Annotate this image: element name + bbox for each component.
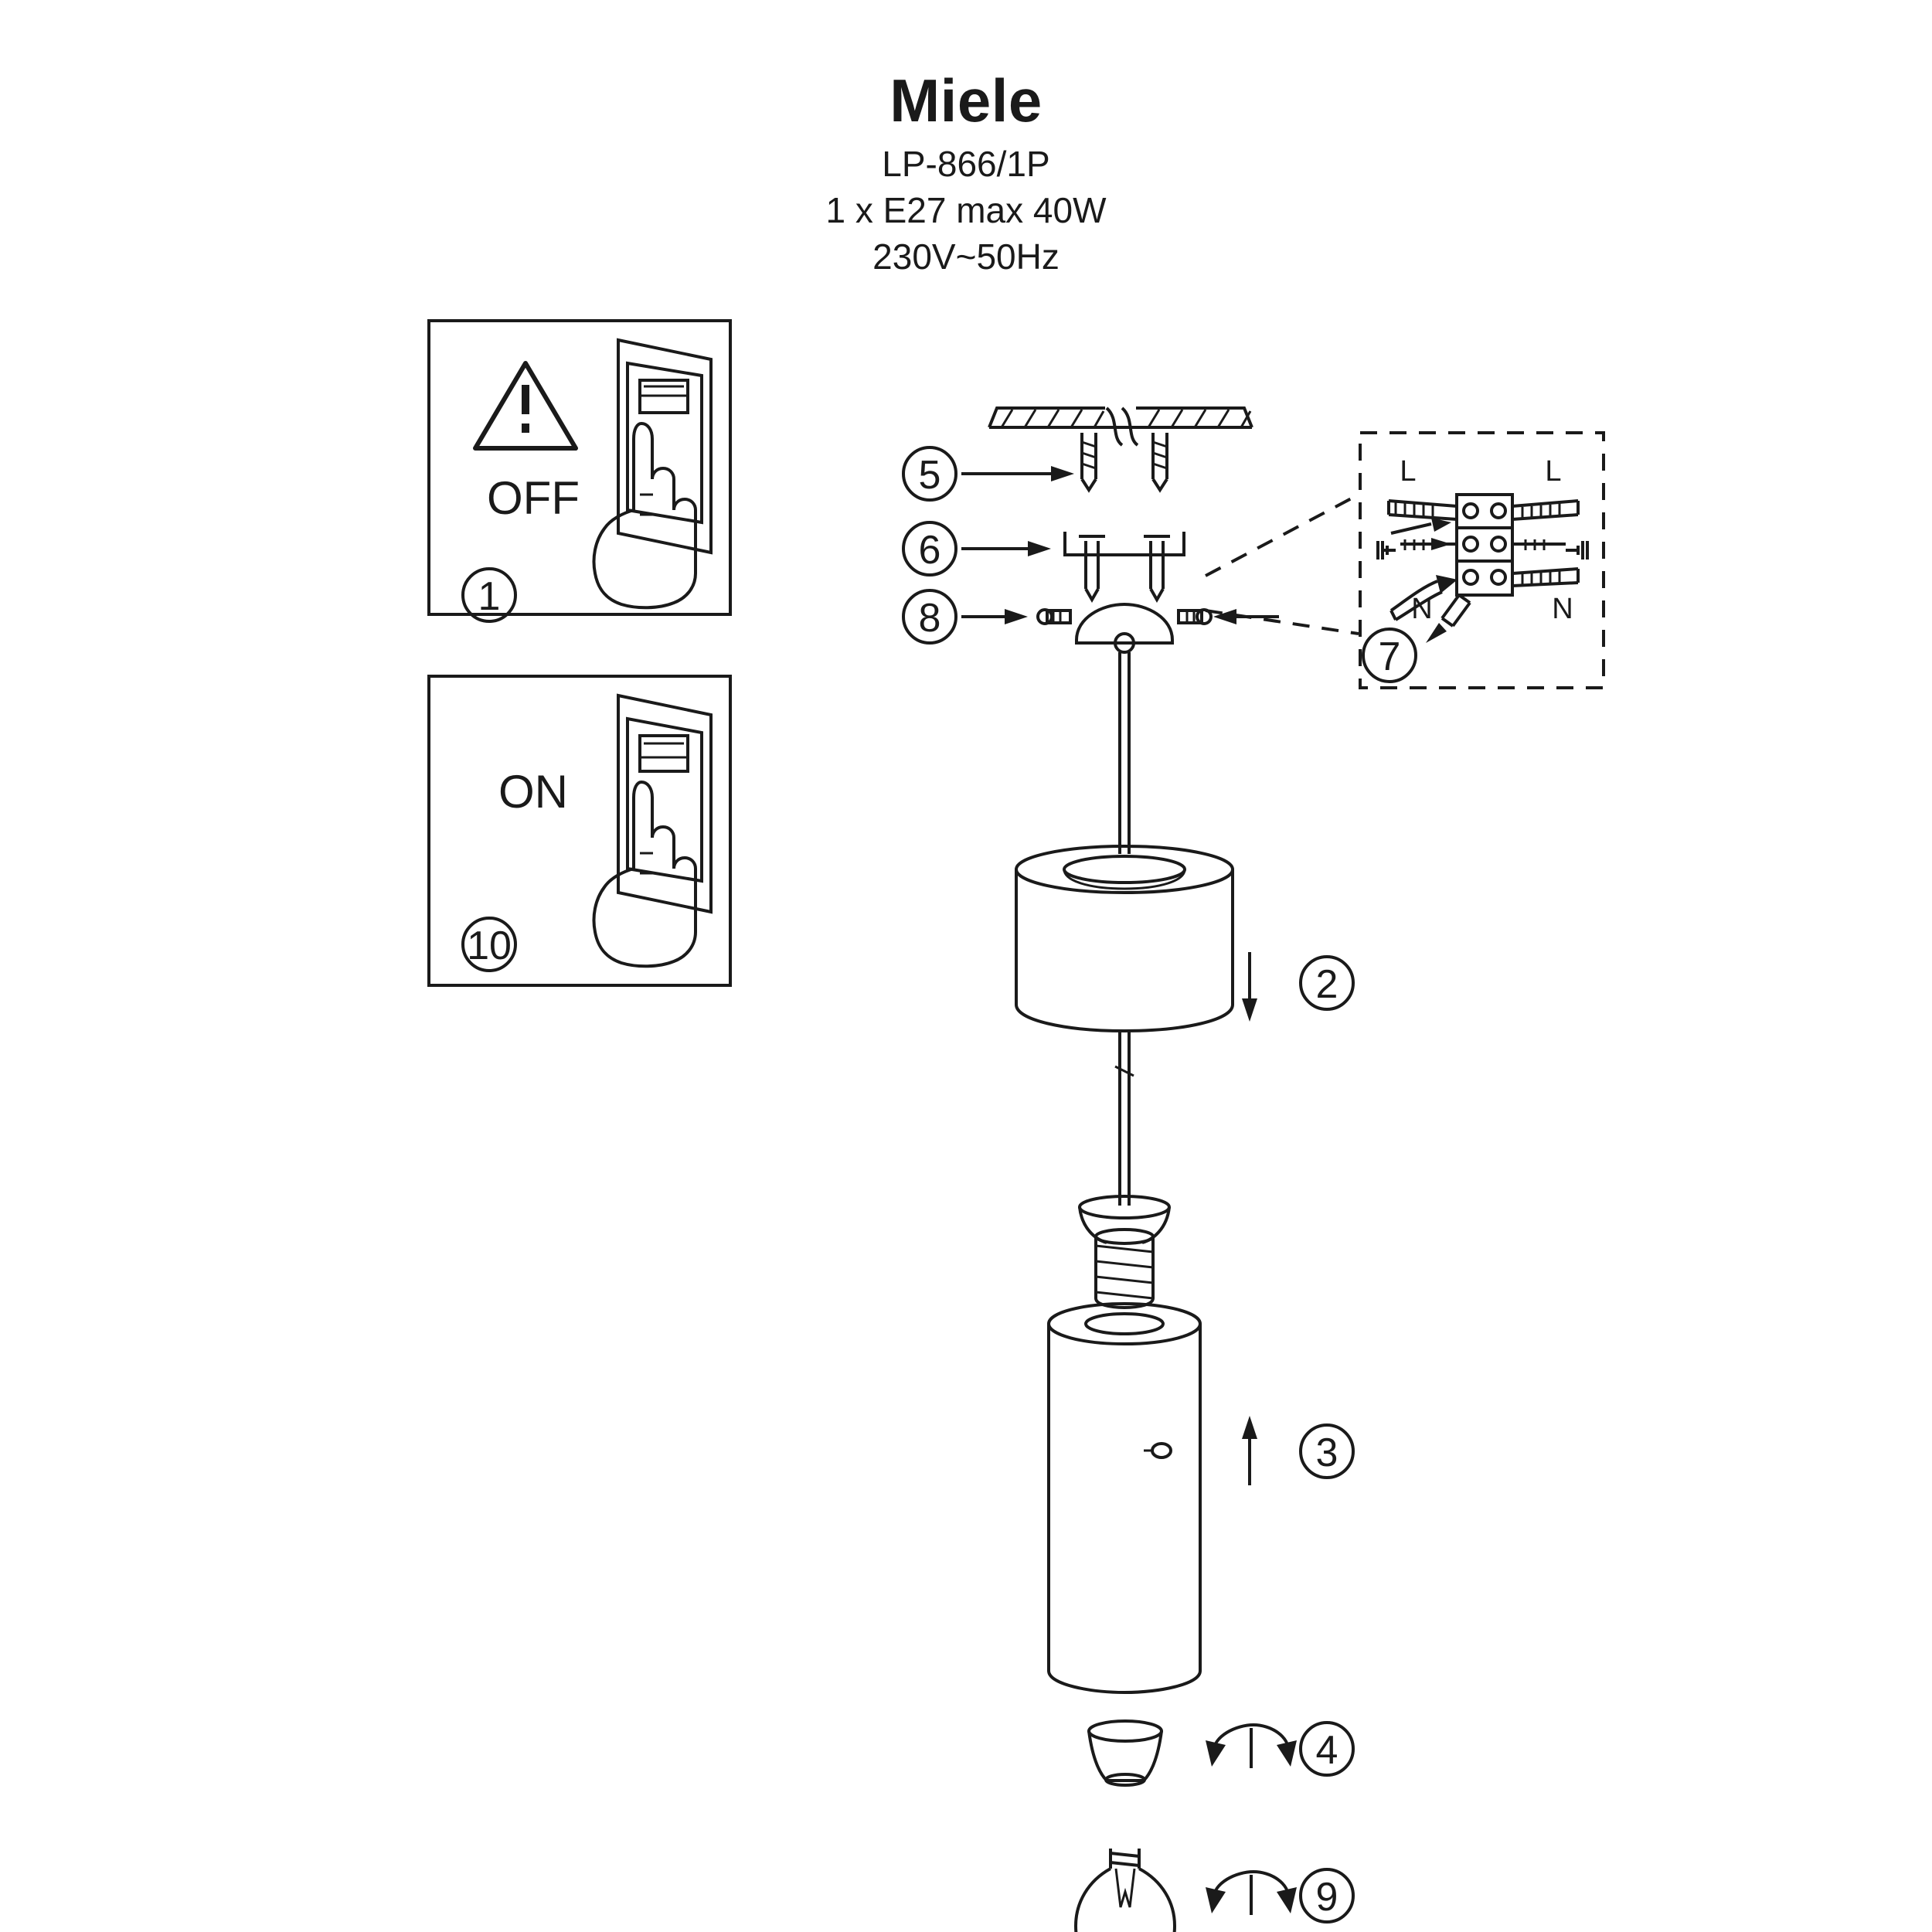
on-label: ON	[498, 766, 568, 818]
on-panel: ON 10	[427, 675, 732, 987]
mounting-bracket	[1063, 532, 1185, 604]
step-2-arrow	[1242, 952, 1257, 1022]
earth-ground-icon-left	[1376, 538, 1457, 560]
earth-ground-icon-right	[1512, 539, 1589, 560]
step-5-marker: 5	[902, 446, 957, 502]
off-label: OFF	[487, 472, 580, 524]
wall-anchor-right	[1151, 433, 1168, 493]
warning-triangle-icon	[473, 361, 578, 451]
terminal-label-L-right: L	[1545, 455, 1561, 488]
step-5-arrow	[961, 466, 1074, 481]
step-1-marker: 1	[461, 567, 517, 623]
step-4-number: 4	[1316, 1728, 1338, 1773]
step-7-marker: 7	[1362, 628, 1417, 683]
terminal-label-N-left: N	[1411, 593, 1432, 625]
light-bulb-icon	[1073, 1849, 1177, 1932]
step-6-marker: 6	[902, 521, 957, 577]
voltage-spec: 230V~50Hz	[872, 236, 1060, 277]
step-1-number: 1	[478, 574, 501, 619]
wall-anchor-left	[1080, 433, 1097, 493]
screwdriver-icon	[1426, 594, 1471, 643]
wall-switch-icon	[617, 338, 713, 555]
step-2-number: 2	[1316, 962, 1338, 1007]
wire-N-right	[1512, 567, 1580, 587]
bracket-screw-left	[1079, 535, 1105, 604]
step-3-marker: 3	[1299, 1423, 1355, 1479]
step-3-number: 3	[1316, 1430, 1338, 1475]
step-9-marker: 9	[1299, 1868, 1355, 1923]
hand-pointing-icon-on	[592, 780, 697, 968]
wire-L-left	[1387, 499, 1458, 535]
wire-L-right	[1512, 499, 1580, 521]
rotate-icon-4	[1206, 1723, 1297, 1768]
rod-mark	[1114, 1065, 1134, 1077]
grub-screw-right	[1177, 608, 1213, 625]
step-10-number: 10	[467, 923, 512, 968]
rotate-icon-9	[1206, 1869, 1297, 1915]
brand-title: Miele	[889, 66, 1043, 134]
retaining-ring	[1087, 1719, 1163, 1787]
step-6-arrow	[961, 541, 1051, 556]
step-3-arrow	[1242, 1416, 1257, 1485]
off-panel: OFF 1	[427, 319, 732, 623]
step-8-arrow-left	[961, 609, 1028, 624]
terminal-label-L-left: L	[1400, 455, 1416, 488]
wall-switch-icon-on	[617, 693, 713, 914]
bracket-screw-right	[1144, 535, 1170, 604]
step-10-marker: 10	[461, 917, 517, 972]
step-5-number: 5	[919, 453, 941, 498]
step-7-number: 7	[1379, 634, 1401, 679]
wire-N-left	[1389, 575, 1458, 621]
model-number: LP-866/1P	[882, 144, 1050, 184]
step-9-number: 9	[1316, 1875, 1338, 1920]
canopy	[1075, 602, 1174, 654]
step-4-marker: 4	[1299, 1721, 1355, 1777]
lamp-shade	[1015, 845, 1234, 1033]
terminal-label-N-right: N	[1552, 593, 1573, 625]
step-8-number: 8	[919, 596, 941, 641]
ceiling-surface	[988, 406, 1253, 447]
step-6-number: 6	[919, 528, 941, 573]
lamp-spec: 1 x E27 max 40W	[825, 190, 1107, 230]
grub-screw-left	[1036, 608, 1072, 625]
hand-pointing-icon	[592, 421, 697, 610]
lampholder	[1078, 1195, 1171, 1309]
terminal-block-icon	[1455, 493, 1514, 597]
diffuser-tube	[1047, 1302, 1202, 1695]
step-2-marker: 2	[1299, 955, 1355, 1011]
wiring-detail-box: L L	[1205, 431, 1605, 689]
step-8-marker: 8	[902, 589, 957, 645]
